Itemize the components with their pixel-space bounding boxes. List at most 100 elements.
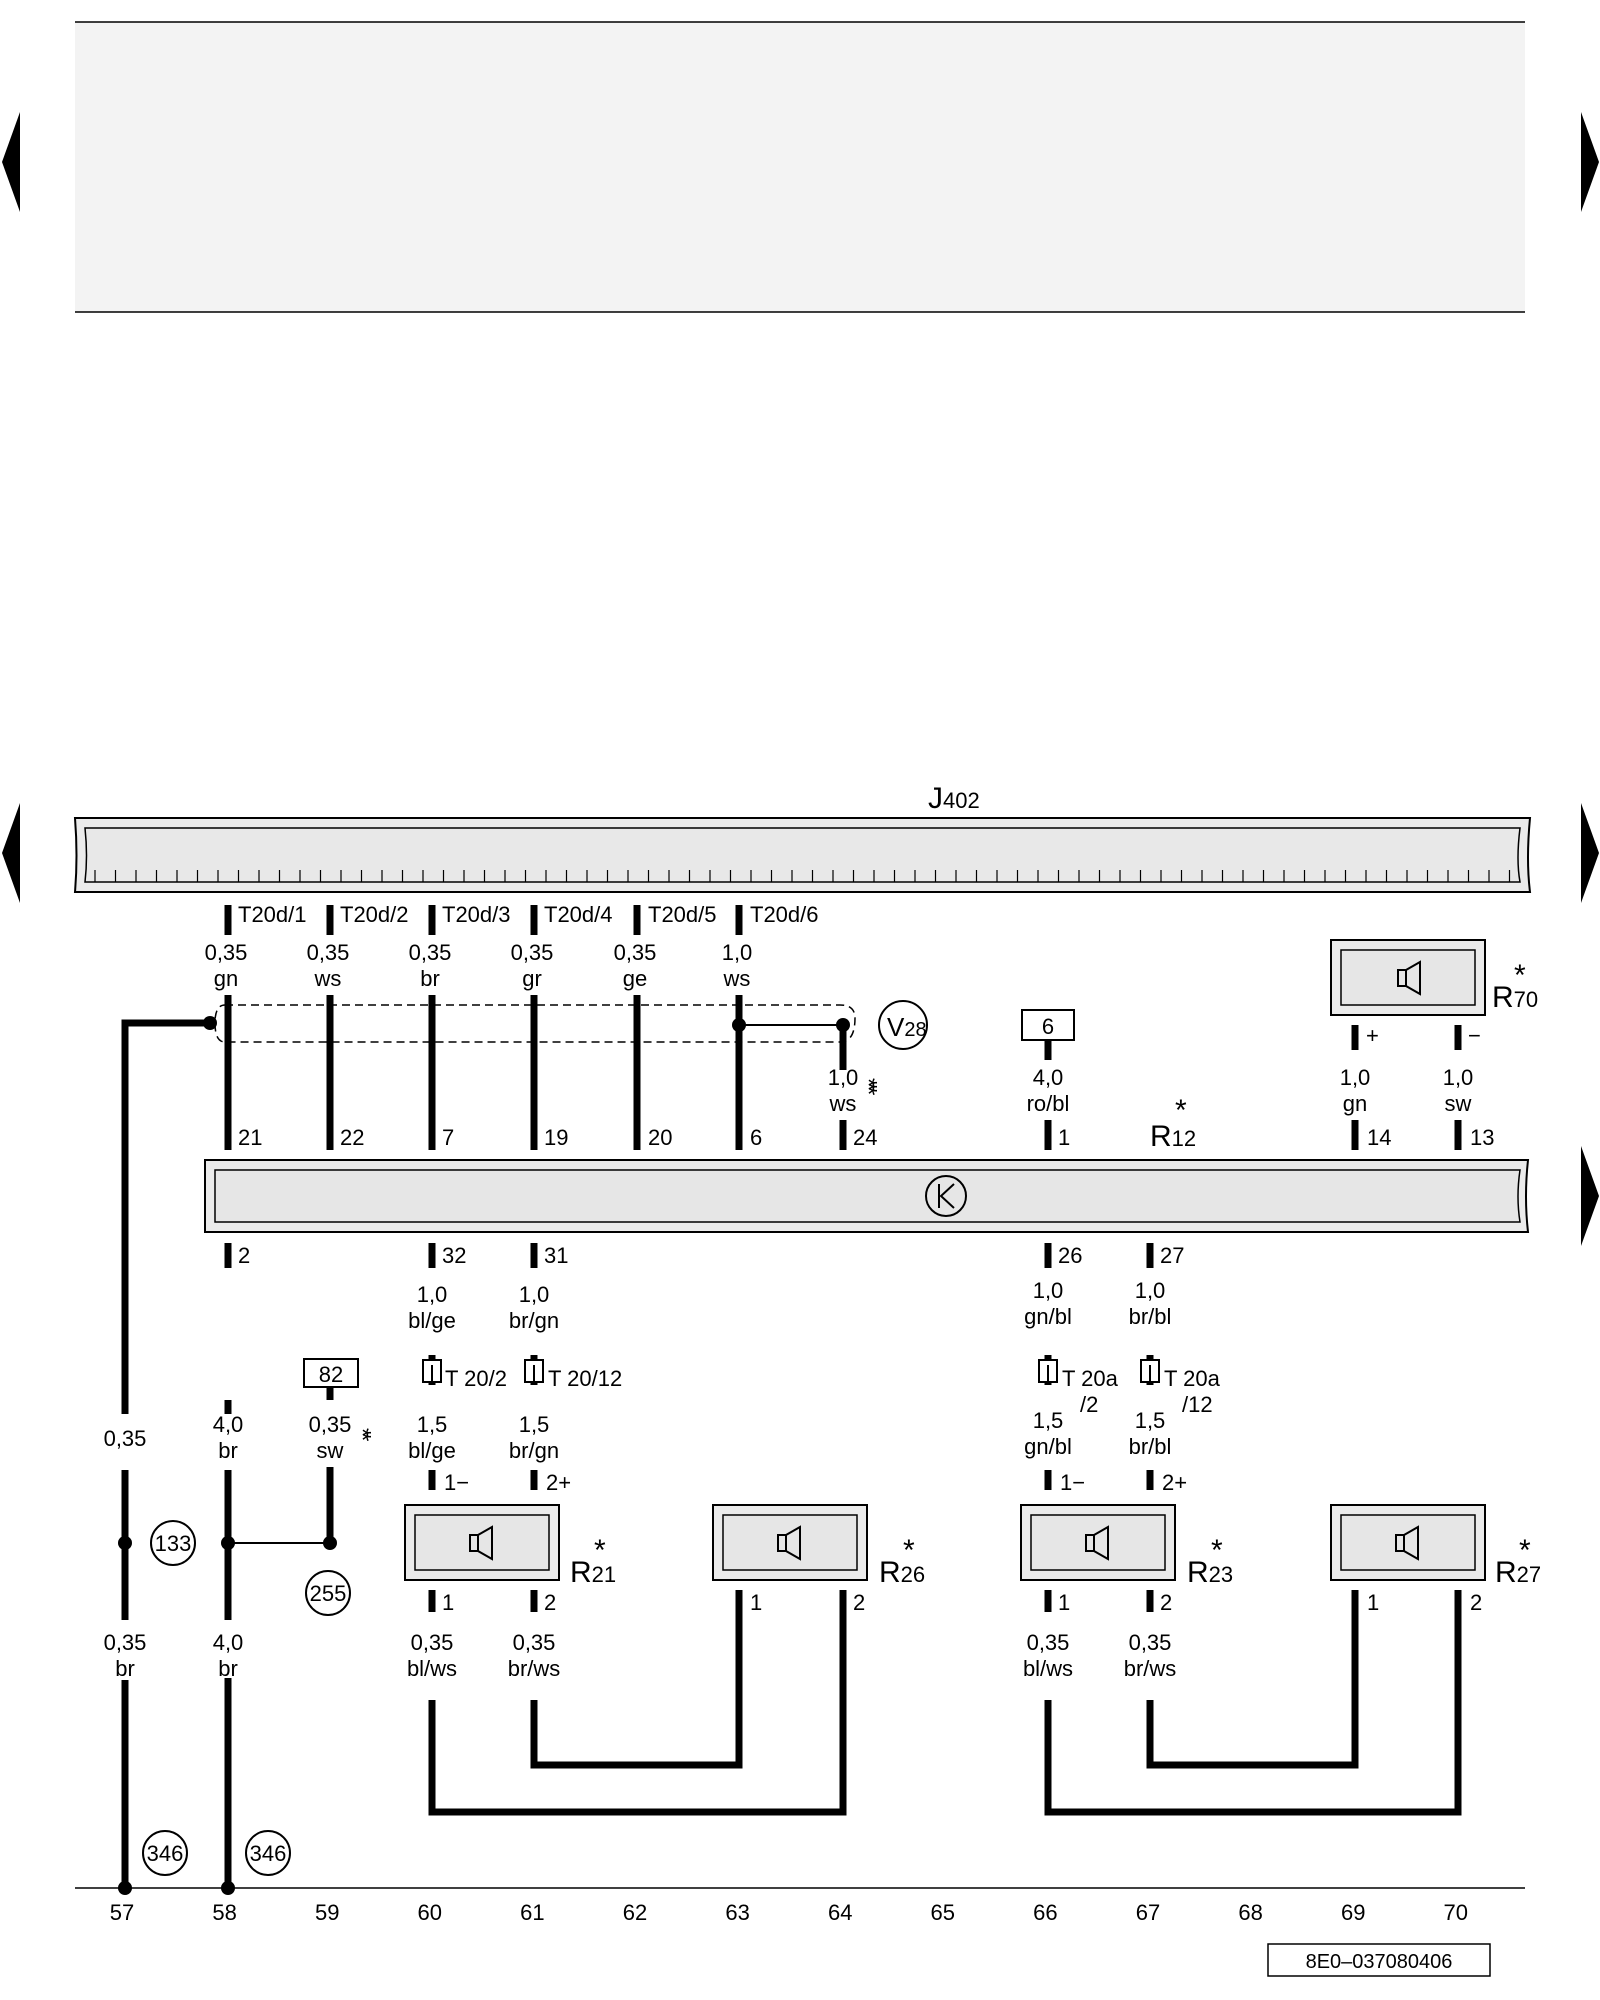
pin-number: 27 [1160, 1243, 1184, 1268]
pin-number: 2 [1470, 1590, 1482, 1615]
wire-size: 0,35 [1027, 1630, 1070, 1655]
wire-color: br [218, 1656, 238, 1681]
speaker-r23 [1020, 1504, 1176, 1581]
speaker-r21 [404, 1504, 560, 1581]
pin-number: 6 [750, 1125, 762, 1150]
wire-color: br [218, 1438, 238, 1463]
wire-color: ws [314, 966, 342, 991]
column-number: 67 [1136, 1900, 1160, 1925]
next-page-arrow-lower[interactable] [1581, 1146, 1599, 1246]
pin-number: 7 [442, 1125, 454, 1150]
wire-color: br/bl [1129, 1304, 1172, 1329]
ref-circle-133 [150, 1520, 196, 1566]
pin-number: 1 [1367, 1590, 1379, 1615]
wire-color: ws [723, 966, 751, 991]
speaker-label-r70: R70 [1492, 981, 1538, 1014]
wire-color: br/gn [509, 1308, 559, 1333]
connector-label: T 20/12 [548, 1366, 622, 1391]
wire-color: ro/bl [1027, 1091, 1070, 1116]
pin-number: 2 [853, 1590, 865, 1615]
pin-number: 2+ [1162, 1470, 1187, 1495]
connector-t20d-6: T20d/6 [750, 902, 819, 927]
stars-marker: * * * [855, 1078, 882, 1095]
connector-t20d-5: T20d/5 [648, 902, 717, 927]
svg-text:*: * [903, 1534, 915, 1567]
pin-number: 1 [442, 1590, 454, 1615]
wire-size: 0,35 [104, 1630, 147, 1655]
connector-symbols [422, 1359, 1160, 1383]
ref-box-82 [303, 1358, 359, 1388]
ref-box-label: 82 [319, 1362, 343, 1387]
wire-size: 1,5 [519, 1412, 550, 1437]
wire-size: 1,5 [417, 1412, 448, 1437]
ref-circle-346b [245, 1830, 291, 1876]
ref-circle-label: 346 [147, 1841, 184, 1866]
connector-label: T 20a [1164, 1366, 1221, 1391]
pin-number: 1 [1058, 1590, 1070, 1615]
pin-number: 24 [853, 1125, 877, 1150]
wire-size: 1,0 [722, 940, 753, 965]
wire-size: 1,0 [1033, 1278, 1064, 1303]
pin-number: 2 [1160, 1590, 1172, 1615]
wire-color: ws [829, 1091, 857, 1116]
connector-label: T 20a [1062, 1366, 1119, 1391]
wire-color: sw [1445, 1091, 1472, 1116]
pin-number: 2 [238, 1243, 250, 1268]
pin-number: 31 [544, 1243, 568, 1268]
svg-text:*: * [1519, 1534, 1531, 1567]
pin-number: 1− [444, 1470, 469, 1495]
speaker-label-r21: R21 [570, 1556, 616, 1589]
wire-color: bl/ge [408, 1438, 456, 1463]
speaker-label-r26: R26 [879, 1556, 925, 1589]
wire-color: br/bl [1129, 1434, 1172, 1459]
wire-color: bl/ws [1023, 1656, 1073, 1681]
column-number: 59 [315, 1900, 339, 1925]
pin-number: 1 [1058, 1125, 1070, 1150]
wire-size: 1,0 [1340, 1065, 1371, 1090]
speaker-r26 [712, 1504, 868, 1581]
shield-ref-label: V28 [887, 1012, 927, 1042]
svg-text:*: * [1175, 1094, 1187, 1127]
wire-size: 0,35 [1129, 1630, 1172, 1655]
wire-size: 4,0 [213, 1412, 244, 1437]
speaker-icon [1085, 1525, 1109, 1561]
speaker-icon [469, 1525, 493, 1561]
pin-number: 1− [1060, 1470, 1085, 1495]
next-page-arrow-top[interactable] [1581, 112, 1599, 212]
wire-color: gn/bl [1024, 1434, 1072, 1459]
wire-color: gn [1343, 1091, 1367, 1116]
pin-number: 14 [1367, 1125, 1391, 1150]
connector-label: T 20/2 [445, 1366, 507, 1391]
connector-label: /12 [1182, 1392, 1213, 1417]
wire-color: gn/bl [1024, 1304, 1072, 1329]
ref-circle-label: 346 [250, 1841, 287, 1866]
wire-color: br/ws [508, 1656, 561, 1681]
prev-page-arrow-mid[interactable] [2, 803, 20, 903]
pin-number: 2+ [546, 1470, 571, 1495]
pin-number: 2 [544, 1590, 556, 1615]
wire-color: br/ws [1124, 1656, 1177, 1681]
connector-t20d-2: T20d/2 [340, 902, 409, 927]
wire-color: br/gn [509, 1438, 559, 1463]
speaker-icon [1397, 960, 1421, 996]
wire-size: 0,35 [205, 940, 248, 965]
doc-id-box [1267, 1943, 1491, 1977]
connector-t20d-1: T20d/1 [238, 902, 307, 927]
prev-page-arrow-top[interactable] [2, 112, 20, 212]
column-number: 70 [1444, 1900, 1468, 1925]
column-number: 69 [1341, 1900, 1365, 1925]
doc-id: 8E0–037080406 [1306, 1951, 1453, 1973]
wire-size: 0,35 [104, 1426, 147, 1451]
amplifier-symbol-icon [925, 1175, 967, 1217]
wire-size: 1,0 [417, 1282, 448, 1307]
wire-size: 0,35 [309, 1412, 352, 1437]
column-number: 60 [418, 1900, 442, 1925]
wire-color: br [115, 1656, 135, 1681]
next-page-arrow-mid[interactable] [1581, 803, 1599, 903]
ref-circle-label: 255 [310, 1581, 347, 1606]
ref-circle-346a [142, 1830, 188, 1876]
speaker-label-r27: R27 [1495, 1556, 1541, 1589]
wire-size: 0,35 [513, 1630, 556, 1655]
connector-t20d-4: T20d/4 [544, 902, 613, 927]
